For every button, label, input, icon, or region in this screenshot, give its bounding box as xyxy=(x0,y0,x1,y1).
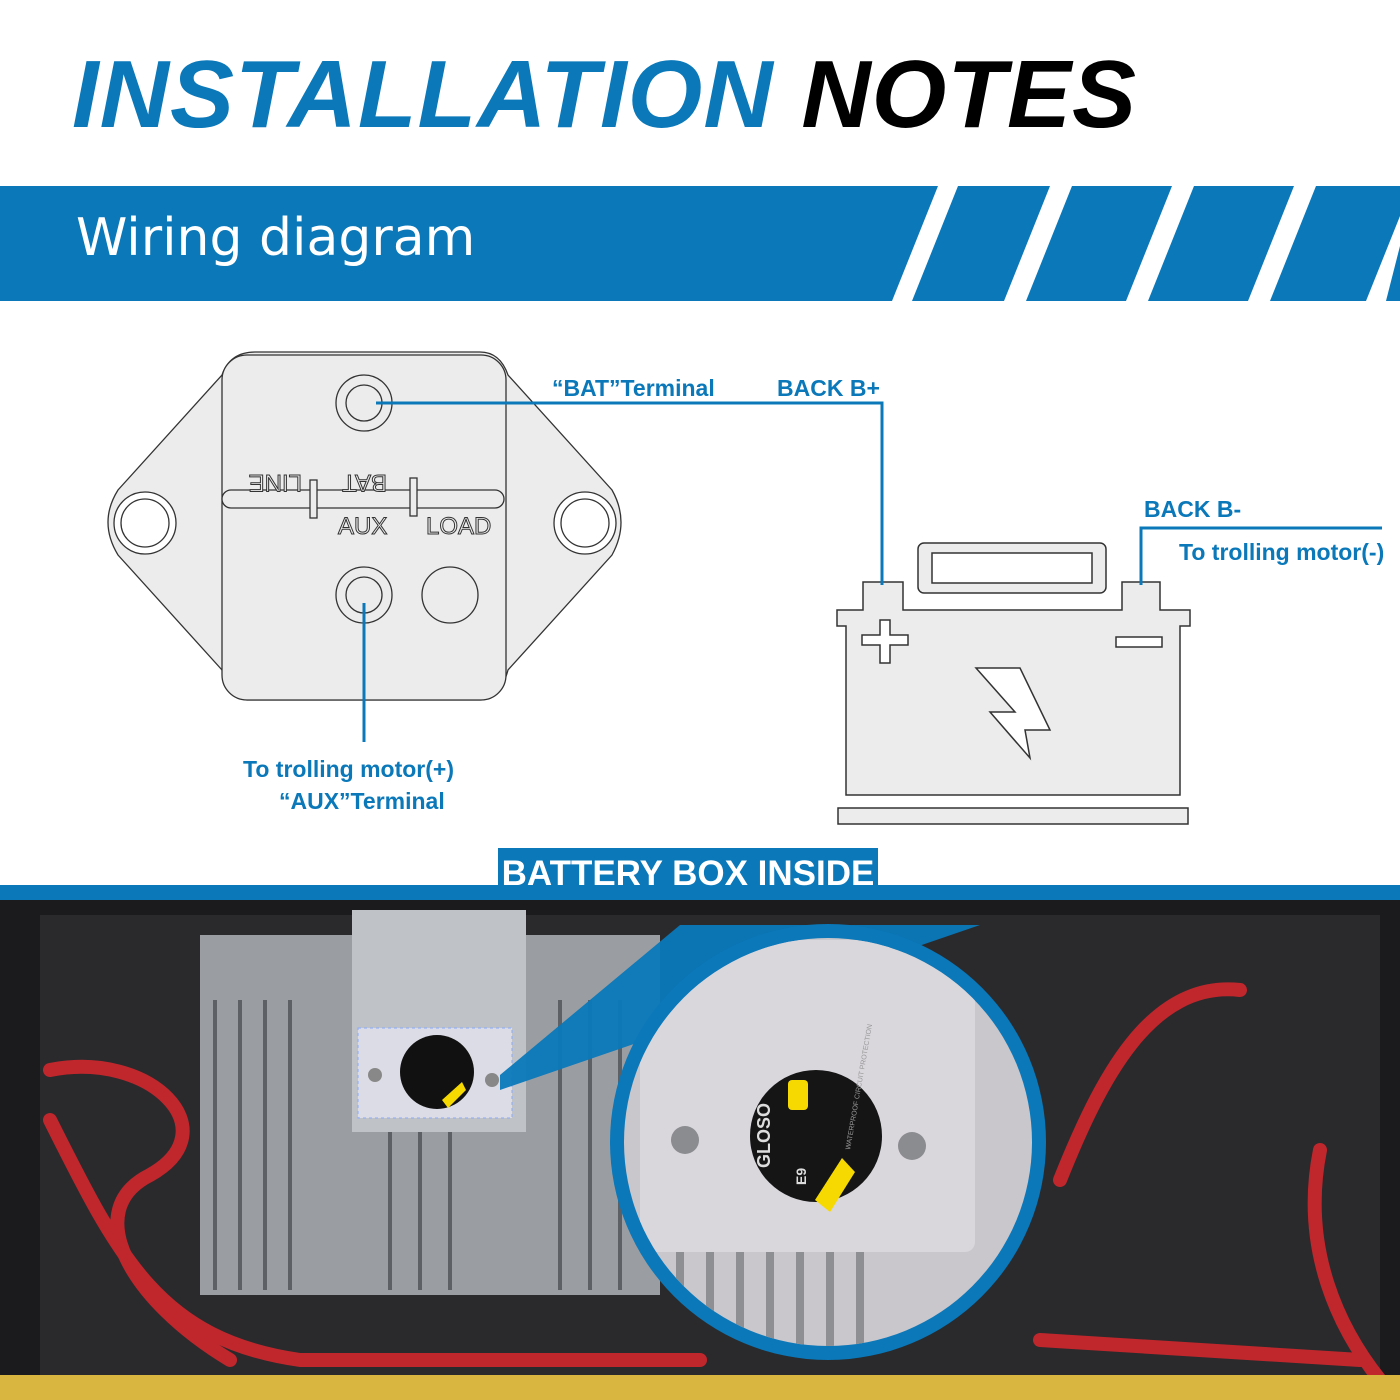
section-band xyxy=(0,186,1400,301)
zoomed-breaker-detail: GLOSO E9 WATERPROOF CIRCUIT PROTECTION xyxy=(624,938,1032,1346)
marking-line: LINE xyxy=(249,469,302,496)
title-part1: INSTALLATION xyxy=(72,41,774,148)
brand-text: GLOSO xyxy=(754,1103,774,1168)
marking-aux: AUX xyxy=(338,513,387,540)
back-b-plus-label: BACK B+ xyxy=(777,375,880,401)
photo-tab-label: BATTERY BOX INSIDE xyxy=(498,848,878,894)
motor-minus-label: To trolling motor(-) xyxy=(1179,539,1384,565)
marking-bat: BAT xyxy=(342,469,387,496)
circuit-breaker xyxy=(107,351,622,701)
battery-box-photo: GLOSO E9 WATERPROOF CIRCUIT PROTECTION xyxy=(0,900,1400,1400)
wiring-diagram: LINE BAT AUX LOAD “BAT”Terminal BACK B+ … xyxy=(107,351,1384,825)
wire-lines xyxy=(362,401,1382,742)
aux-terminal-label: “AUX”Terminal xyxy=(279,788,445,814)
marking-load: LOAD xyxy=(426,513,491,540)
battery-icon xyxy=(836,542,1191,825)
page-title: INSTALLATION NOTES xyxy=(72,40,1137,150)
title-part2: NOTES xyxy=(801,41,1138,148)
bat-terminal-label: “BAT”Terminal xyxy=(552,375,715,401)
motor-plus-label: To trolling motor(+) xyxy=(243,756,454,782)
back-b-minus-label: BACK B- xyxy=(1144,496,1241,522)
section-title: Wiring diagram xyxy=(76,208,476,268)
model-text: E9 xyxy=(793,1168,809,1185)
